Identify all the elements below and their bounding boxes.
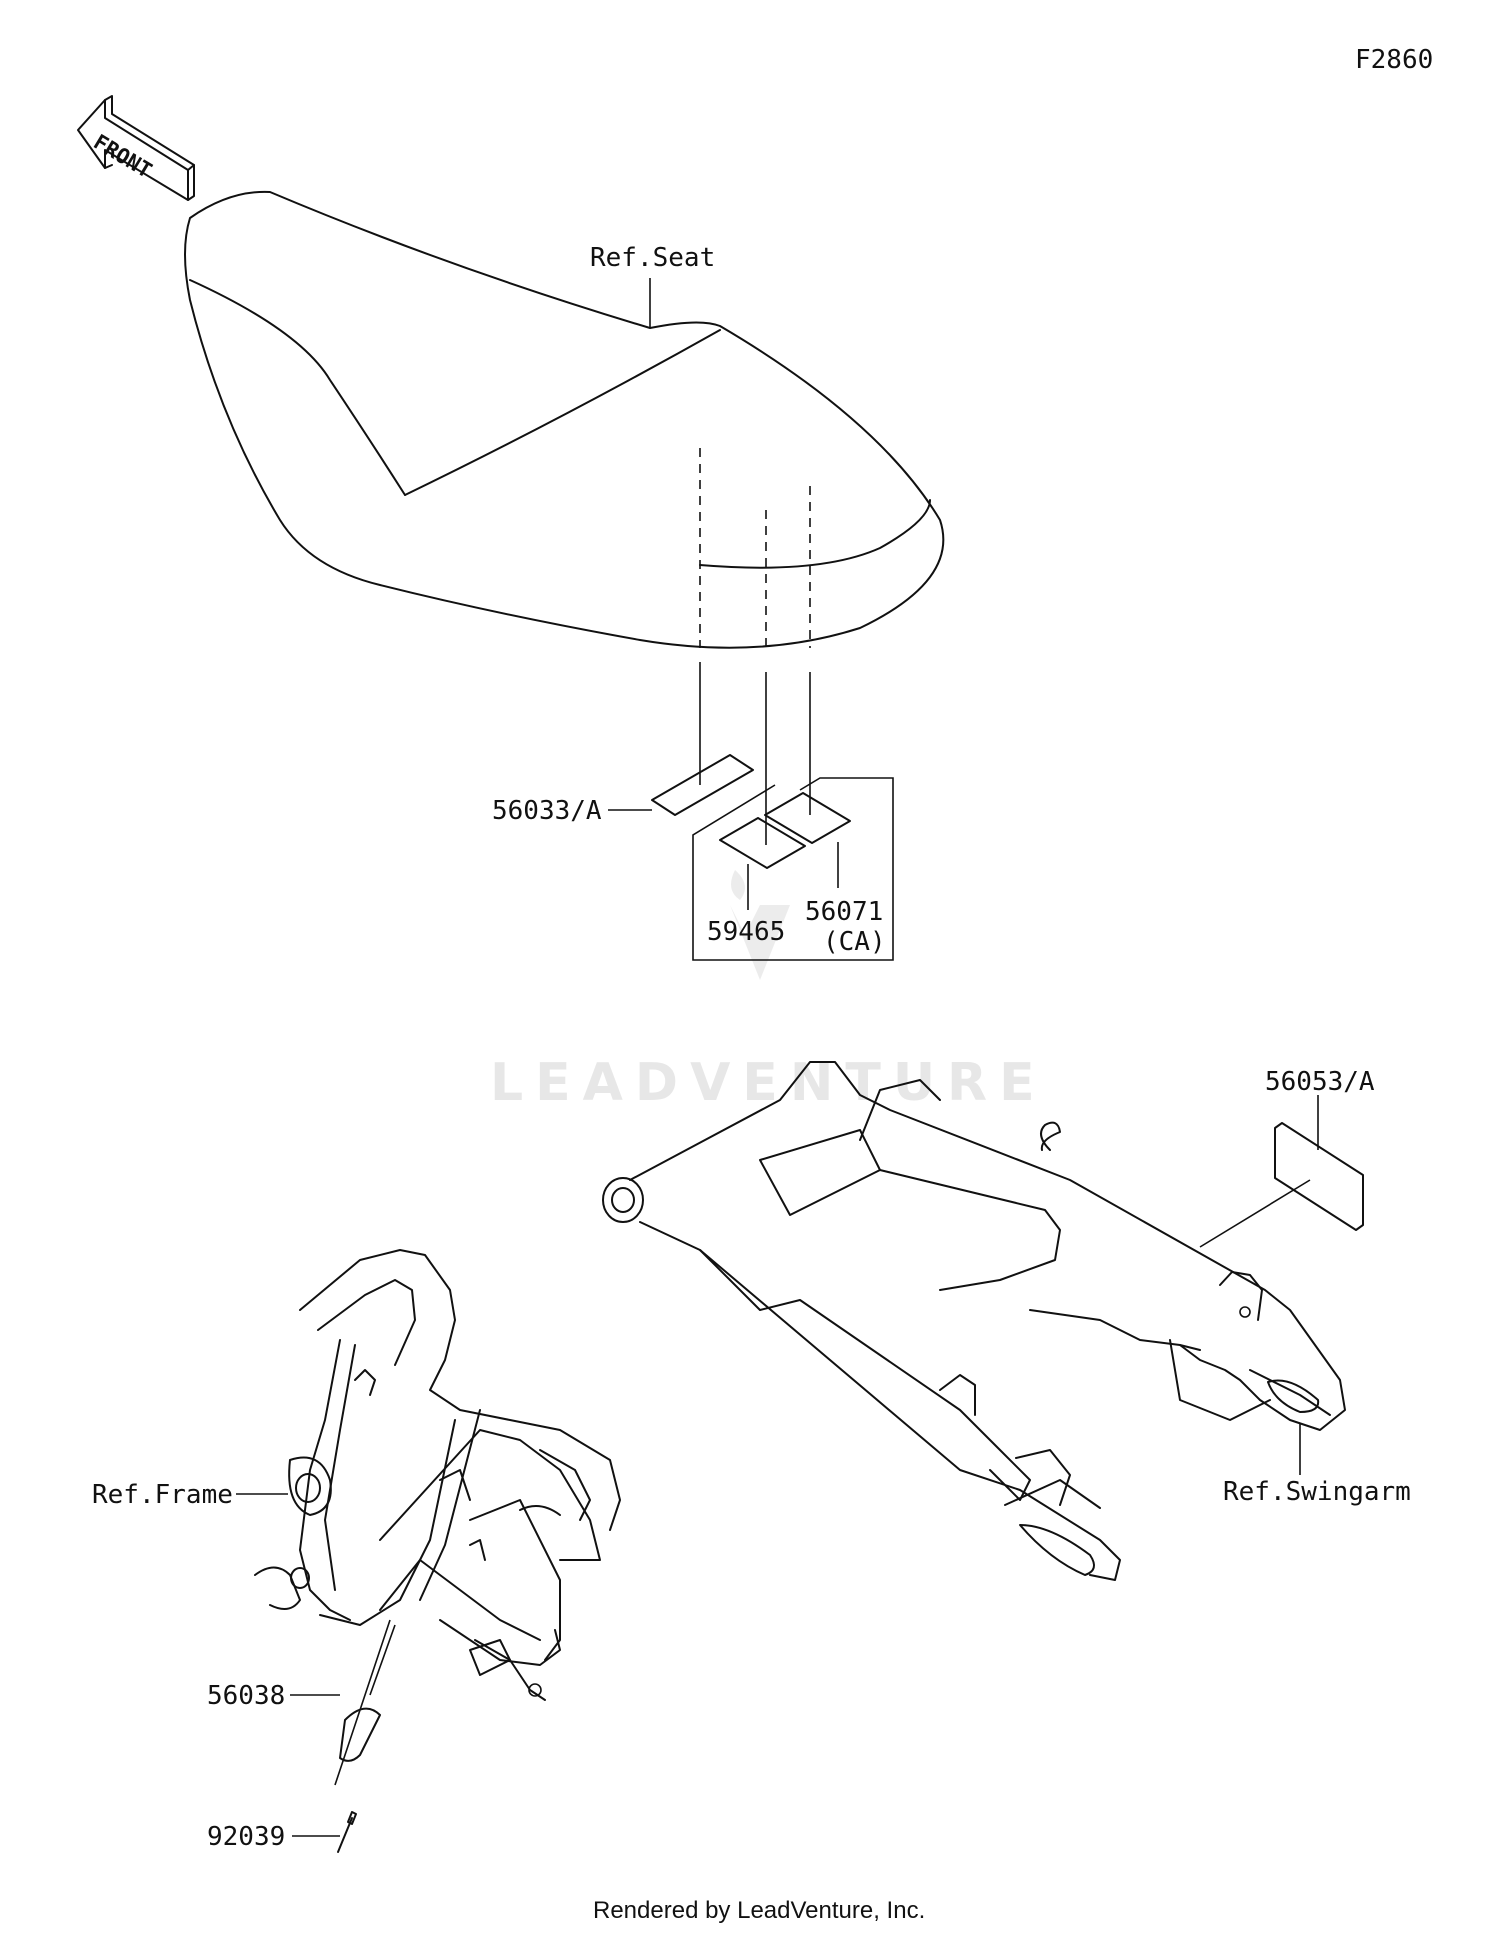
part-56038[interactable]: 56038 [207, 1619, 396, 1786]
part-56071-label: 56071 [805, 897, 883, 927]
front-label: FRONT [89, 130, 156, 183]
part-56071[interactable]: 56071 (CA) [764, 792, 886, 957]
part-56033a[interactable]: 56033/A [492, 754, 754, 826]
part-56053a[interactable]: 56053/A [1199, 1067, 1375, 1248]
footer-credit: Rendered by LeadVenture, Inc. [593, 1897, 925, 1924]
watermark-text: LEADVENTURE [490, 1053, 1047, 1113]
part-56071-note: (CA) [823, 927, 886, 957]
front-arrow-icon: FRONT [77, 95, 195, 201]
part-56033a-label: 56033/A [492, 796, 602, 826]
frame-outline [254, 1249, 621, 1701]
ref-swingarm-label: Ref.Swingarm [1223, 1477, 1411, 1507]
seat-outline [184, 190, 945, 649]
ref-frame-label: Ref.Frame [92, 1480, 233, 1510]
part-56038-label: 56038 [207, 1681, 285, 1711]
watermark: LEADVENTURE [490, 870, 1047, 1113]
part-59465[interactable]: 59465 [707, 817, 806, 947]
diagram-code: F2860 [1355, 45, 1433, 75]
ref-seat-label: Ref.Seat [590, 243, 715, 273]
part-92039[interactable]: 92039 [207, 1811, 357, 1853]
part-56053a-label: 56053/A [1265, 1067, 1375, 1097]
swingarm-outline [602, 1061, 1346, 1581]
watermark-logo-icon [700, 905, 790, 980]
part-group-bracket [692, 777, 894, 961]
part-59465-label: 59465 [707, 917, 785, 947]
part-92039-label: 92039 [207, 1822, 285, 1852]
